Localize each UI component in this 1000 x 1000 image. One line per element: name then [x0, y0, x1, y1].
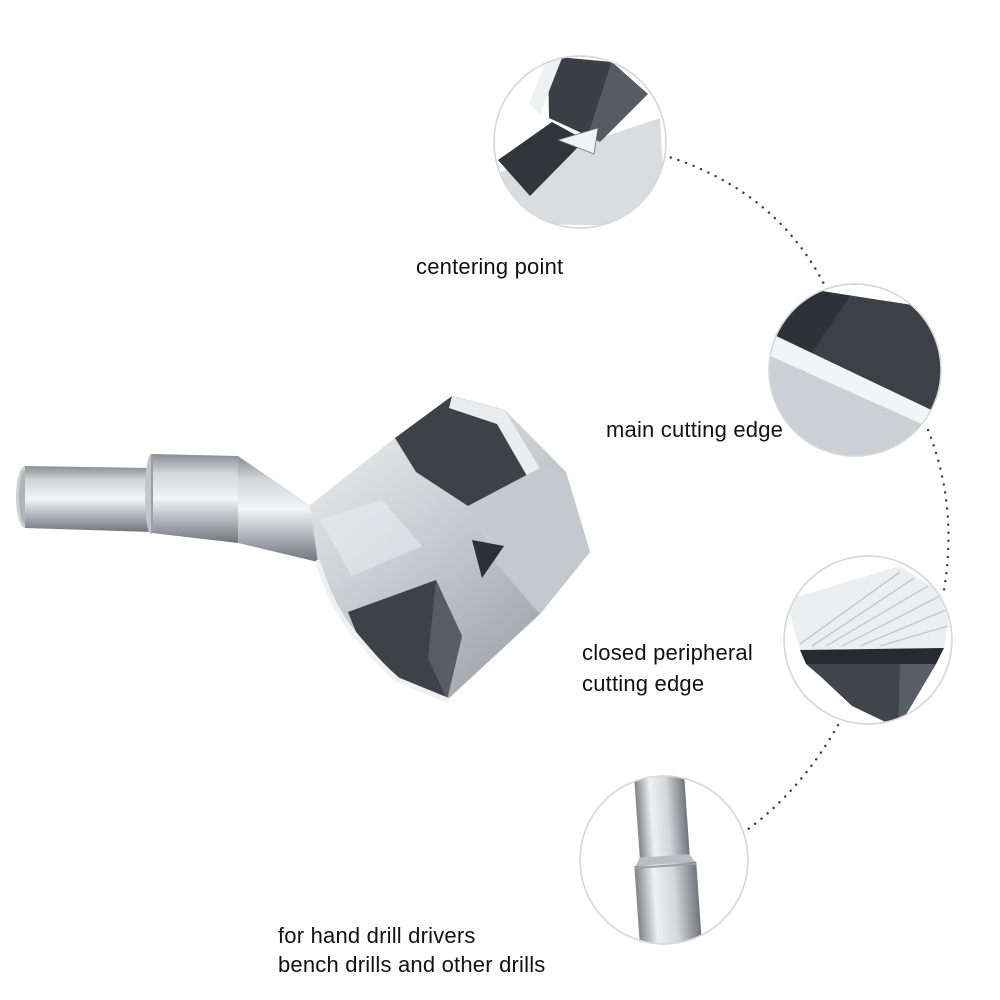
- label-drills-line2: bench drills and other drills: [278, 952, 546, 977]
- label-peripheral-cutting-edge: closed peripheral cutting edge: [582, 637, 753, 699]
- dotted-connector-2: [926, 428, 950, 592]
- right-face: [468, 468, 590, 614]
- peripheral-rim: [315, 559, 450, 703]
- label-centering-point: centering point: [416, 254, 564, 279]
- detail-bubble-peripheral-edge: [783, 555, 953, 725]
- drill-collar: [145, 454, 238, 543]
- drill-neck: [238, 456, 318, 562]
- skirt-highlight: [320, 500, 422, 576]
- cutter-head: [310, 396, 590, 703]
- label-peripheral-line1: closed peripheral: [582, 640, 753, 665]
- lower-wing-facet: [428, 580, 462, 700]
- drill-shank: [16, 466, 152, 532]
- dotted-connector-1: [661, 153, 829, 292]
- drill-bit: [16, 396, 590, 703]
- centering-spur: [472, 540, 504, 578]
- label-drills-line1: for hand drill drivers: [278, 923, 476, 948]
- dotted-connector-3: [745, 716, 844, 832]
- label-drill-compatibility: for hand drill drivers bench drills and …: [278, 921, 546, 979]
- label-peripheral-line2: cutting edge: [582, 671, 705, 696]
- upper-wing-edge-highlight: [449, 396, 540, 476]
- detail-bubble-shank: [579, 775, 749, 945]
- label-main-cutting-edge: main cutting edge: [606, 417, 784, 442]
- detail-bubble-main-cutting-edge: [768, 283, 942, 457]
- detail-bubble-centering-point: [493, 55, 667, 229]
